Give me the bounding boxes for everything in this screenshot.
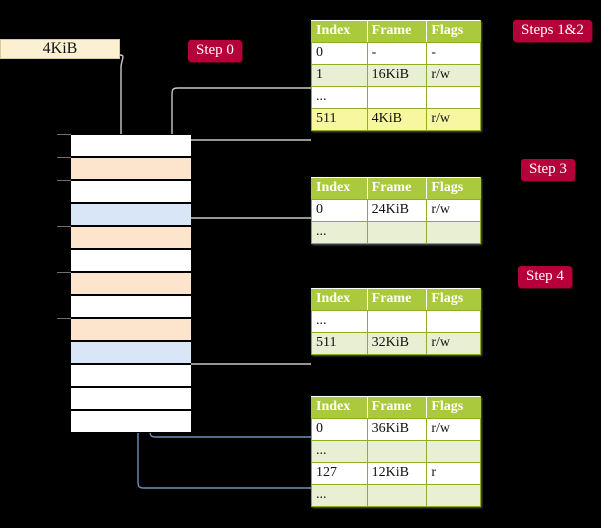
memory-frame-row xyxy=(71,272,191,295)
table-row: ... xyxy=(311,310,481,333)
table-cell: - xyxy=(366,42,428,65)
table-cell xyxy=(426,310,481,333)
column-header-index: Index xyxy=(311,288,368,311)
table-row: ... xyxy=(311,221,481,244)
table-cell xyxy=(366,310,428,333)
table-cell xyxy=(366,484,428,507)
memory-tick xyxy=(57,272,71,273)
column-header-index: Index xyxy=(311,20,368,43)
column-header-flags: Flags xyxy=(426,20,481,43)
table-cell: r/w xyxy=(426,332,481,355)
table-cell: 12KiB xyxy=(366,462,428,485)
column-header-frame: Frame xyxy=(366,288,428,311)
badge-step-4: Step 4 xyxy=(518,266,572,289)
table-cell: - xyxy=(426,42,481,65)
table-row: ... xyxy=(311,440,481,463)
column-header-index: Index xyxy=(311,177,368,200)
virtual-page-label: 4KiB xyxy=(0,39,120,59)
table-cell: r/w xyxy=(426,199,481,222)
table-cell xyxy=(426,440,481,463)
table-cell xyxy=(366,86,428,109)
table-cell xyxy=(366,221,428,244)
memory-frame-row xyxy=(71,226,191,249)
table-cell: ... xyxy=(311,484,368,507)
table-cell: r/w xyxy=(426,418,481,441)
column-header-index: Index xyxy=(311,396,368,419)
table-cell xyxy=(366,440,428,463)
table-cell xyxy=(426,221,481,244)
memory-frame-row xyxy=(71,157,191,180)
table-cell: 0 xyxy=(311,199,368,222)
badge-step-0: Step 0 xyxy=(188,40,242,63)
memory-frame-row xyxy=(71,341,191,364)
column-header-flags: Flags xyxy=(426,288,481,311)
table-cell: 127 xyxy=(311,462,368,485)
wire-t2-row0-to-mem xyxy=(170,217,311,255)
column-header-frame: Frame xyxy=(366,177,428,200)
memory-tick xyxy=(57,157,71,158)
physical-memory-column xyxy=(70,134,191,433)
table-cell: 4KiB xyxy=(366,108,428,131)
table-cell: 36KiB xyxy=(366,418,428,441)
table-row: ... xyxy=(311,484,481,507)
table-cell xyxy=(426,86,481,109)
memory-frame-row xyxy=(71,180,191,203)
memory-tick xyxy=(57,226,71,227)
memory-frame-row xyxy=(71,364,191,387)
table-cell: r/w xyxy=(426,64,481,87)
wire-t1-row1-to-mem xyxy=(170,87,311,148)
table-cell: 16KiB xyxy=(366,64,428,87)
memory-frame-row xyxy=(71,203,191,226)
table-cell: ... xyxy=(311,86,368,109)
column-header-frame: Frame xyxy=(366,396,428,419)
table-cell: 511 xyxy=(311,108,368,131)
table-cell: ... xyxy=(311,440,368,463)
table-cell: 1 xyxy=(311,64,368,87)
memory-tick xyxy=(57,180,71,181)
table-cell xyxy=(426,484,481,507)
memory-frame-row xyxy=(71,410,191,433)
table-cell: ... xyxy=(311,221,368,244)
badge-steps-1-2: Steps 1&2 xyxy=(513,20,592,43)
memory-tick xyxy=(57,318,71,319)
table-cell: ... xyxy=(311,310,368,333)
column-header-frame: Frame xyxy=(366,20,428,43)
badge-step-3: Step 3 xyxy=(521,159,575,182)
table-cell: r/w xyxy=(426,108,481,131)
table-row: ... xyxy=(311,86,481,109)
memory-frame-row xyxy=(71,249,191,272)
memory-frame-row xyxy=(71,318,191,341)
table-cell: 24KiB xyxy=(366,199,428,222)
memory-frame-row xyxy=(71,387,191,410)
memory-tick xyxy=(57,134,71,135)
table-cell: 32KiB xyxy=(366,332,428,355)
column-header-flags: Flags xyxy=(426,396,481,419)
table-cell: 0 xyxy=(311,42,368,65)
column-header-flags: Flags xyxy=(426,177,481,200)
table-cell: r xyxy=(426,462,481,485)
table-cell: 0 xyxy=(311,418,368,441)
memory-frame-row xyxy=(71,295,191,318)
memory-frame-row xyxy=(71,134,191,157)
table-row: 0-- xyxy=(311,42,481,65)
table-cell: 511 xyxy=(311,332,368,355)
